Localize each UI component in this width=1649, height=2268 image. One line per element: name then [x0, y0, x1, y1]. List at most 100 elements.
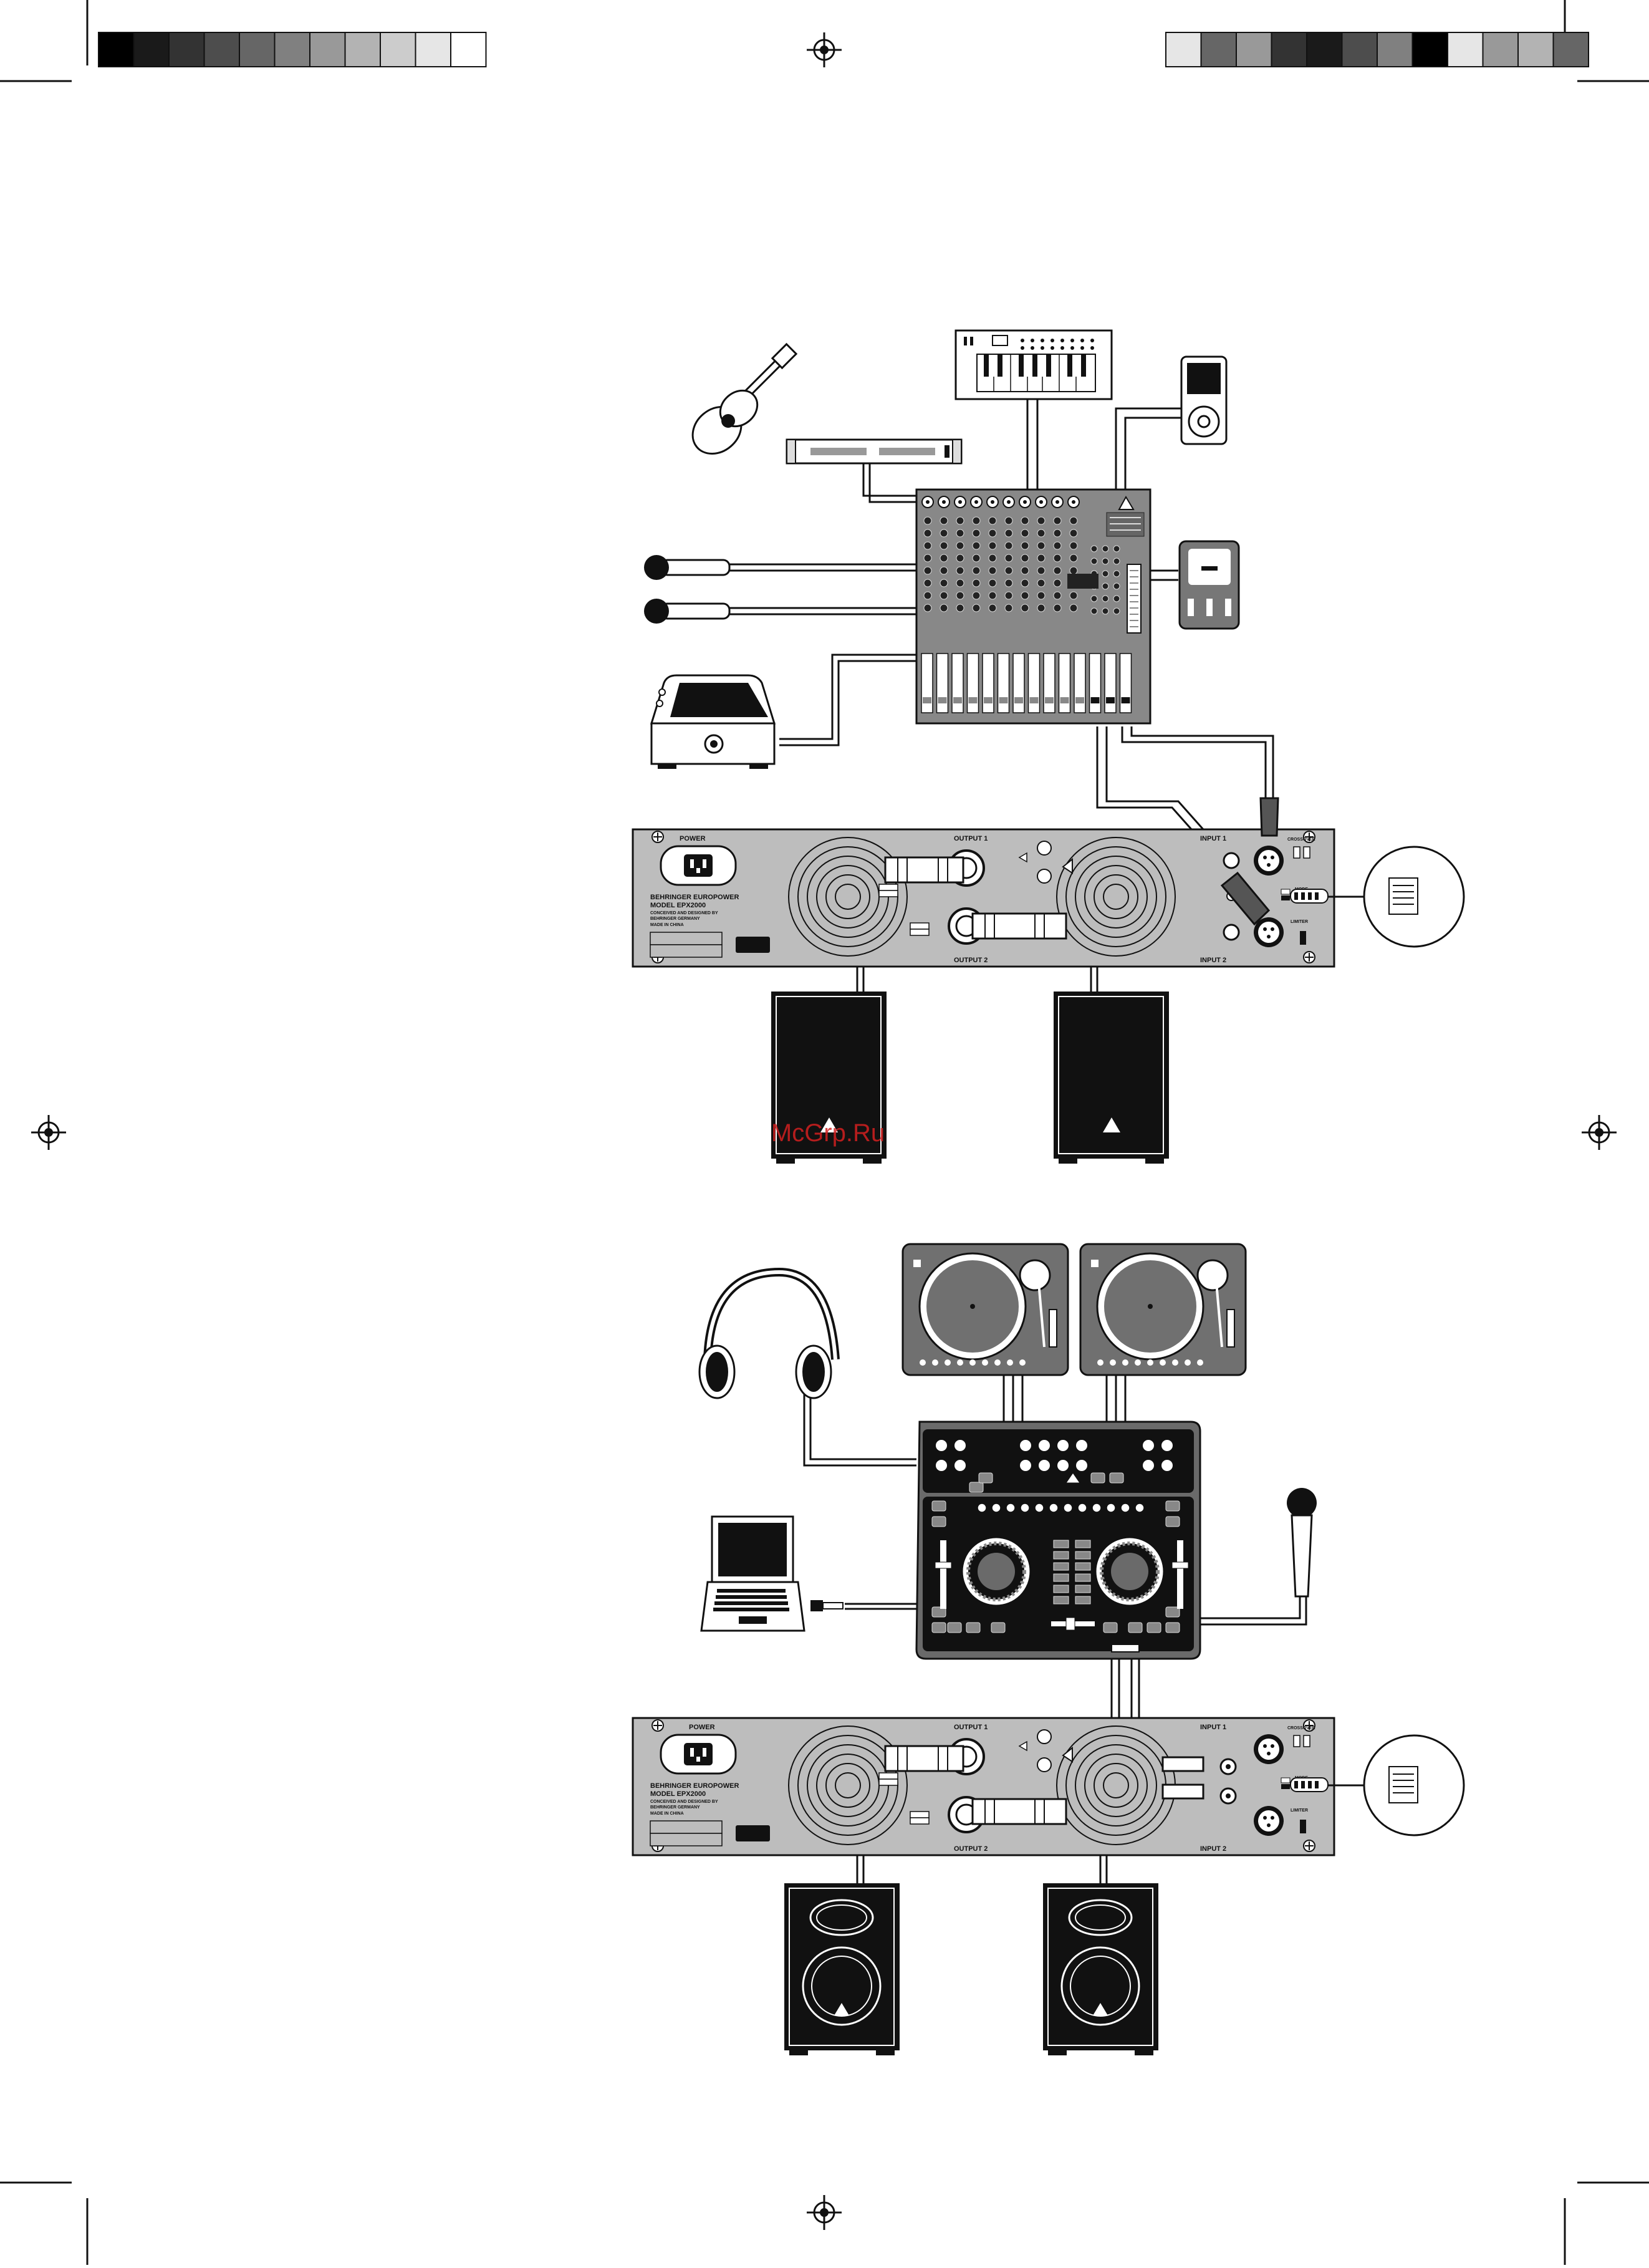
knob-icon: [1063, 1503, 1073, 1513]
knob-icon: [1037, 591, 1046, 600]
knob-icon: [1102, 545, 1109, 553]
pad-button: [1075, 1573, 1091, 1582]
amp-made-line: MADE IN CHINA: [650, 923, 684, 927]
knob-icon: [1160, 1439, 1174, 1452]
amplifier-icon: POWER BEHRINGER EUROPOWER MODEL EPX2000 …: [632, 1717, 1335, 1856]
knob-icon: [972, 529, 981, 538]
screw-icon: [1303, 831, 1315, 843]
amp-brand-line: BEHRINGER EUROPOWER: [650, 1782, 739, 1790]
limiter-label: LIMITER: [1291, 1808, 1308, 1813]
knob-icon: [988, 591, 997, 600]
pad-button: [1147, 1622, 1161, 1633]
knob-icon: [940, 604, 948, 612]
color-swatch: [344, 32, 381, 67]
pad-button: [1075, 1585, 1091, 1593]
knob-icon: [1090, 595, 1098, 602]
knob-icon: [1106, 1503, 1116, 1513]
knob-icon: [1113, 545, 1120, 553]
knob-icon: [1135, 1503, 1145, 1513]
amp-conceived-line: CONCEIVED AND DESIGNED BY: [650, 911, 718, 915]
turntable-icon: [1079, 1243, 1247, 1376]
power-supply-icon: [1178, 540, 1240, 630]
knob-icon: [1004, 579, 1013, 587]
knob-icon: [1037, 1439, 1051, 1452]
knob-icon: [1053, 579, 1062, 587]
fader-icon: [1043, 653, 1055, 713]
knob-icon: [956, 541, 964, 550]
fader-icon: [1104, 653, 1117, 713]
knob-icon: [1113, 557, 1120, 565]
knob-icon: [977, 1503, 987, 1513]
knob-icon: [988, 541, 997, 550]
color-swatch: [380, 32, 416, 67]
pad-button: [966, 1622, 981, 1633]
knob-icon: [956, 566, 964, 575]
watermark-text: McGrp.Ru: [771, 1119, 885, 1147]
pad-button: [1090, 1472, 1105, 1484]
jog-wheel-icon: [961, 1536, 1032, 1607]
crossover-label: CROSSOVER: [1287, 837, 1315, 842]
amp-behringer-line: BEHRINGER GERMANY: [650, 917, 700, 921]
mode-switch-icon: [1281, 889, 1329, 904]
xlr-input-2-icon: [1254, 1806, 1284, 1836]
fader-icon: [982, 653, 994, 713]
color-swatch: [203, 32, 240, 67]
knob-icon: [972, 541, 981, 550]
knob-icon: [1113, 570, 1120, 577]
pad-button: [1165, 1500, 1180, 1512]
knob-icon: [1021, 566, 1029, 575]
knob-icon: [1037, 579, 1046, 587]
color-swatch: [1306, 32, 1343, 67]
knob-icon: [923, 579, 932, 587]
knob-icon: [1034, 1503, 1044, 1513]
mixer-faders: [921, 653, 1132, 713]
knob-icon: [1004, 604, 1013, 612]
pad-button: [1109, 1472, 1124, 1484]
input1-label: INPUT 1: [1200, 1724, 1226, 1731]
crossover-label: CROSSOVER: [1287, 1726, 1315, 1730]
knob-icon: [988, 579, 997, 587]
knob-icon: [1006, 1503, 1016, 1513]
output1-label: OUTPUT 1: [954, 835, 988, 842]
fader-icon: [997, 653, 1010, 713]
amp-conceived-line: CONCEIVED AND DESIGNED BY: [650, 1800, 718, 1804]
knob-icon: [1056, 1459, 1070, 1472]
mp3-player-icon: [1180, 355, 1228, 445]
preamp-rack-icon: [786, 438, 963, 465]
pad-button: [978, 1472, 993, 1484]
color-swatch: [1411, 32, 1448, 67]
power-label: POWER: [689, 1724, 715, 1731]
knob-icon: [988, 604, 997, 612]
knob-icon: [1102, 582, 1109, 590]
dj-knobs: [935, 1439, 1174, 1513]
fader-icon: [921, 653, 933, 713]
jog-wheel-icon: [1094, 1536, 1165, 1607]
knob-icon: [940, 516, 948, 525]
knob-icon: [988, 529, 997, 538]
pad-button: [1053, 1596, 1069, 1604]
diagram-live-setup: POWER BEHRINGER EUROPOWER MODEL EPX2000 …: [632, 329, 1465, 1164]
amp-model-line: MODEL EPX2000: [650, 902, 706, 909]
knob-icon: [1049, 1503, 1059, 1513]
knob-icon: [1021, 579, 1029, 587]
knob-icon: [956, 554, 964, 562]
knob-icon: [988, 516, 997, 525]
pad-button: [1053, 1585, 1069, 1593]
knob-icon: [923, 529, 932, 538]
output1-label: OUTPUT 1: [954, 1724, 988, 1731]
pad-button: [1165, 1622, 1180, 1633]
knob-icon: [1069, 566, 1078, 575]
knob-icon: [972, 554, 981, 562]
knob-icon: [1092, 1503, 1102, 1513]
midi-keyboard-icon: [954, 329, 1113, 400]
knob-icon: [1142, 1439, 1155, 1452]
knob-icon: [953, 1459, 967, 1472]
knob-icon: [1037, 604, 1046, 612]
color-swatch: [168, 32, 205, 67]
speaker-icon: [771, 992, 887, 1164]
screw-icon: [1303, 1840, 1315, 1852]
knob-icon: [1090, 607, 1098, 615]
screw-icon: [1303, 951, 1315, 963]
color-swatch: [309, 32, 346, 67]
